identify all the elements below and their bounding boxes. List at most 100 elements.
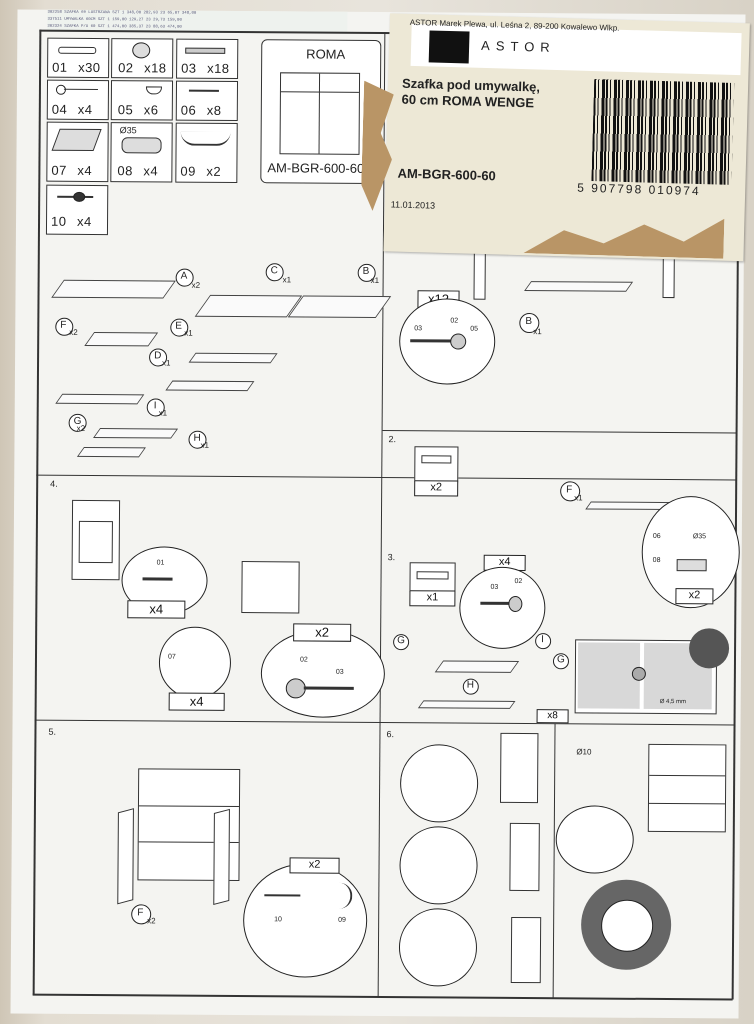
part-qty: x18 <box>144 60 167 76</box>
torn-edge <box>361 81 395 212</box>
qty-f: x2 <box>69 327 78 337</box>
step5-qty-f: x2 <box>147 916 156 926</box>
step6-number: 6. <box>386 729 395 740</box>
sticker-product-code: AM-BGR-600-60 <box>397 165 496 184</box>
warning-hand-icon <box>580 879 672 971</box>
panel-a <box>51 279 176 299</box>
step6-door-2 <box>509 822 540 892</box>
part-number: 06 <box>180 102 197 118</box>
step7-part-10: Ø10 <box>576 747 592 757</box>
step4-cabinet-frame <box>241 561 300 614</box>
step4-icon <box>71 499 121 581</box>
step1-part-02: 02 <box>450 317 459 325</box>
torn-edge <box>523 213 724 259</box>
step5-part-09: 09 <box>338 916 346 924</box>
step2-qty-f: x1 <box>574 493 583 503</box>
step2-number: 2. <box>388 434 397 445</box>
step6-hinge-circle-1 <box>399 744 479 823</box>
step6-door-1 <box>499 732 539 804</box>
step7-detail-circle <box>555 805 634 874</box>
instruction-sheet: 302258 SZAFKA 69 LUSTRZANA SZT 1 348,00 … <box>10 9 750 1019</box>
step2-icon <box>414 446 459 483</box>
qty-i: x1 <box>158 408 168 418</box>
step5-door-left <box>117 808 134 905</box>
part-qty: x18 <box>207 60 230 76</box>
step4-part-01: 01 <box>156 559 165 567</box>
step5-part-10: 10 <box>274 916 282 924</box>
part-number: 10 <box>50 213 67 229</box>
sticker-date: 11.01.2013 <box>390 199 436 211</box>
product-code: AM-BGR-600-60 <box>267 160 365 176</box>
step3-detail-circle: 03 02 <box>459 566 546 650</box>
panel-g <box>93 428 179 439</box>
qty-d: x1 <box>162 358 171 368</box>
hinge-diameter-label: Ø35 <box>119 125 137 136</box>
panel-b <box>287 295 392 318</box>
part-number: 08 <box>117 163 133 179</box>
panel-h <box>76 446 146 458</box>
part-10-box: 10 x4 <box>45 184 109 236</box>
part-08-box: Ø35 08 x4 <box>110 122 173 183</box>
step3-label-h: H <box>462 678 479 695</box>
step1-qty-b: x1 <box>533 327 542 337</box>
panel-d <box>165 380 255 392</box>
step3-label-g2: G <box>552 653 570 670</box>
sticker-title-line2: 60 cm ROMA WENGE <box>401 91 535 111</box>
part-qty: x4 <box>77 101 93 117</box>
qty-a: x2 <box>191 280 201 290</box>
part-number: 02 <box>118 60 134 76</box>
part-number: 05 <box>117 102 134 118</box>
part-number: 03 <box>181 60 197 76</box>
qty-c: x1 <box>282 275 292 285</box>
panel-e <box>188 352 278 364</box>
part-qty: x4 <box>143 163 159 179</box>
qty-g: x2 <box>76 423 86 433</box>
step1-shelf-bottom <box>524 281 634 292</box>
step3-number: 3. <box>387 552 396 563</box>
panel-c <box>194 294 303 318</box>
step1-detail-circle: 03 02 05 <box>398 298 496 385</box>
panel-f <box>84 332 159 347</box>
part-qty: x4 <box>76 213 92 229</box>
step6-door-3 <box>510 916 542 984</box>
barcode-number: 5 907798 010974 <box>577 180 701 199</box>
sticker-brand: ASTOR <box>480 37 556 55</box>
step4-part-07: 07 <box>167 653 176 661</box>
step1-part-03: 03 <box>414 325 423 333</box>
warning-hand-icon <box>688 628 730 669</box>
step5-door-right <box>213 808 230 906</box>
label-c: C <box>265 263 284 282</box>
step3-part-02: 02 <box>514 577 523 586</box>
step4-part-02: 02 <box>299 656 308 664</box>
part-qty: x6 <box>143 102 159 118</box>
part-qty: x4 <box>77 162 93 178</box>
step2-part-06: 06 <box>652 532 661 540</box>
step4-detail-circle-2: 07 <box>158 626 232 699</box>
part-09-box: 09 x2 <box>175 122 238 184</box>
step6-hinge-circle-2 <box>399 826 478 905</box>
part-02-box: 02 x18 <box>111 38 174 79</box>
barcode <box>591 79 735 185</box>
part-number: 09 <box>180 163 196 179</box>
qty-h: x1 <box>200 440 209 450</box>
drill-size: Ø 4,5 mm <box>659 698 687 706</box>
qty-e: x1 <box>184 328 193 338</box>
part-05-box: 05 x6 <box>110 80 174 121</box>
step3-multiplier-8: x8 <box>536 709 569 724</box>
step6-hinge-circle-3 <box>398 908 478 987</box>
step4-multiplier-3: x2 <box>293 623 352 642</box>
step2-part-08: 08 <box>652 556 661 564</box>
qty-b: x1 <box>370 275 380 286</box>
step3-multiplier-1: x1 <box>409 590 456 607</box>
step5-number: 5. <box>48 726 57 737</box>
part-qty: x2 <box>206 163 222 179</box>
step2-diameter: Ø35 <box>692 533 707 541</box>
part-03-box: 03 x18 <box>176 38 239 80</box>
step3-rail <box>434 660 520 673</box>
step3-part-03: 03 <box>490 583 499 591</box>
step3-base <box>417 700 516 709</box>
